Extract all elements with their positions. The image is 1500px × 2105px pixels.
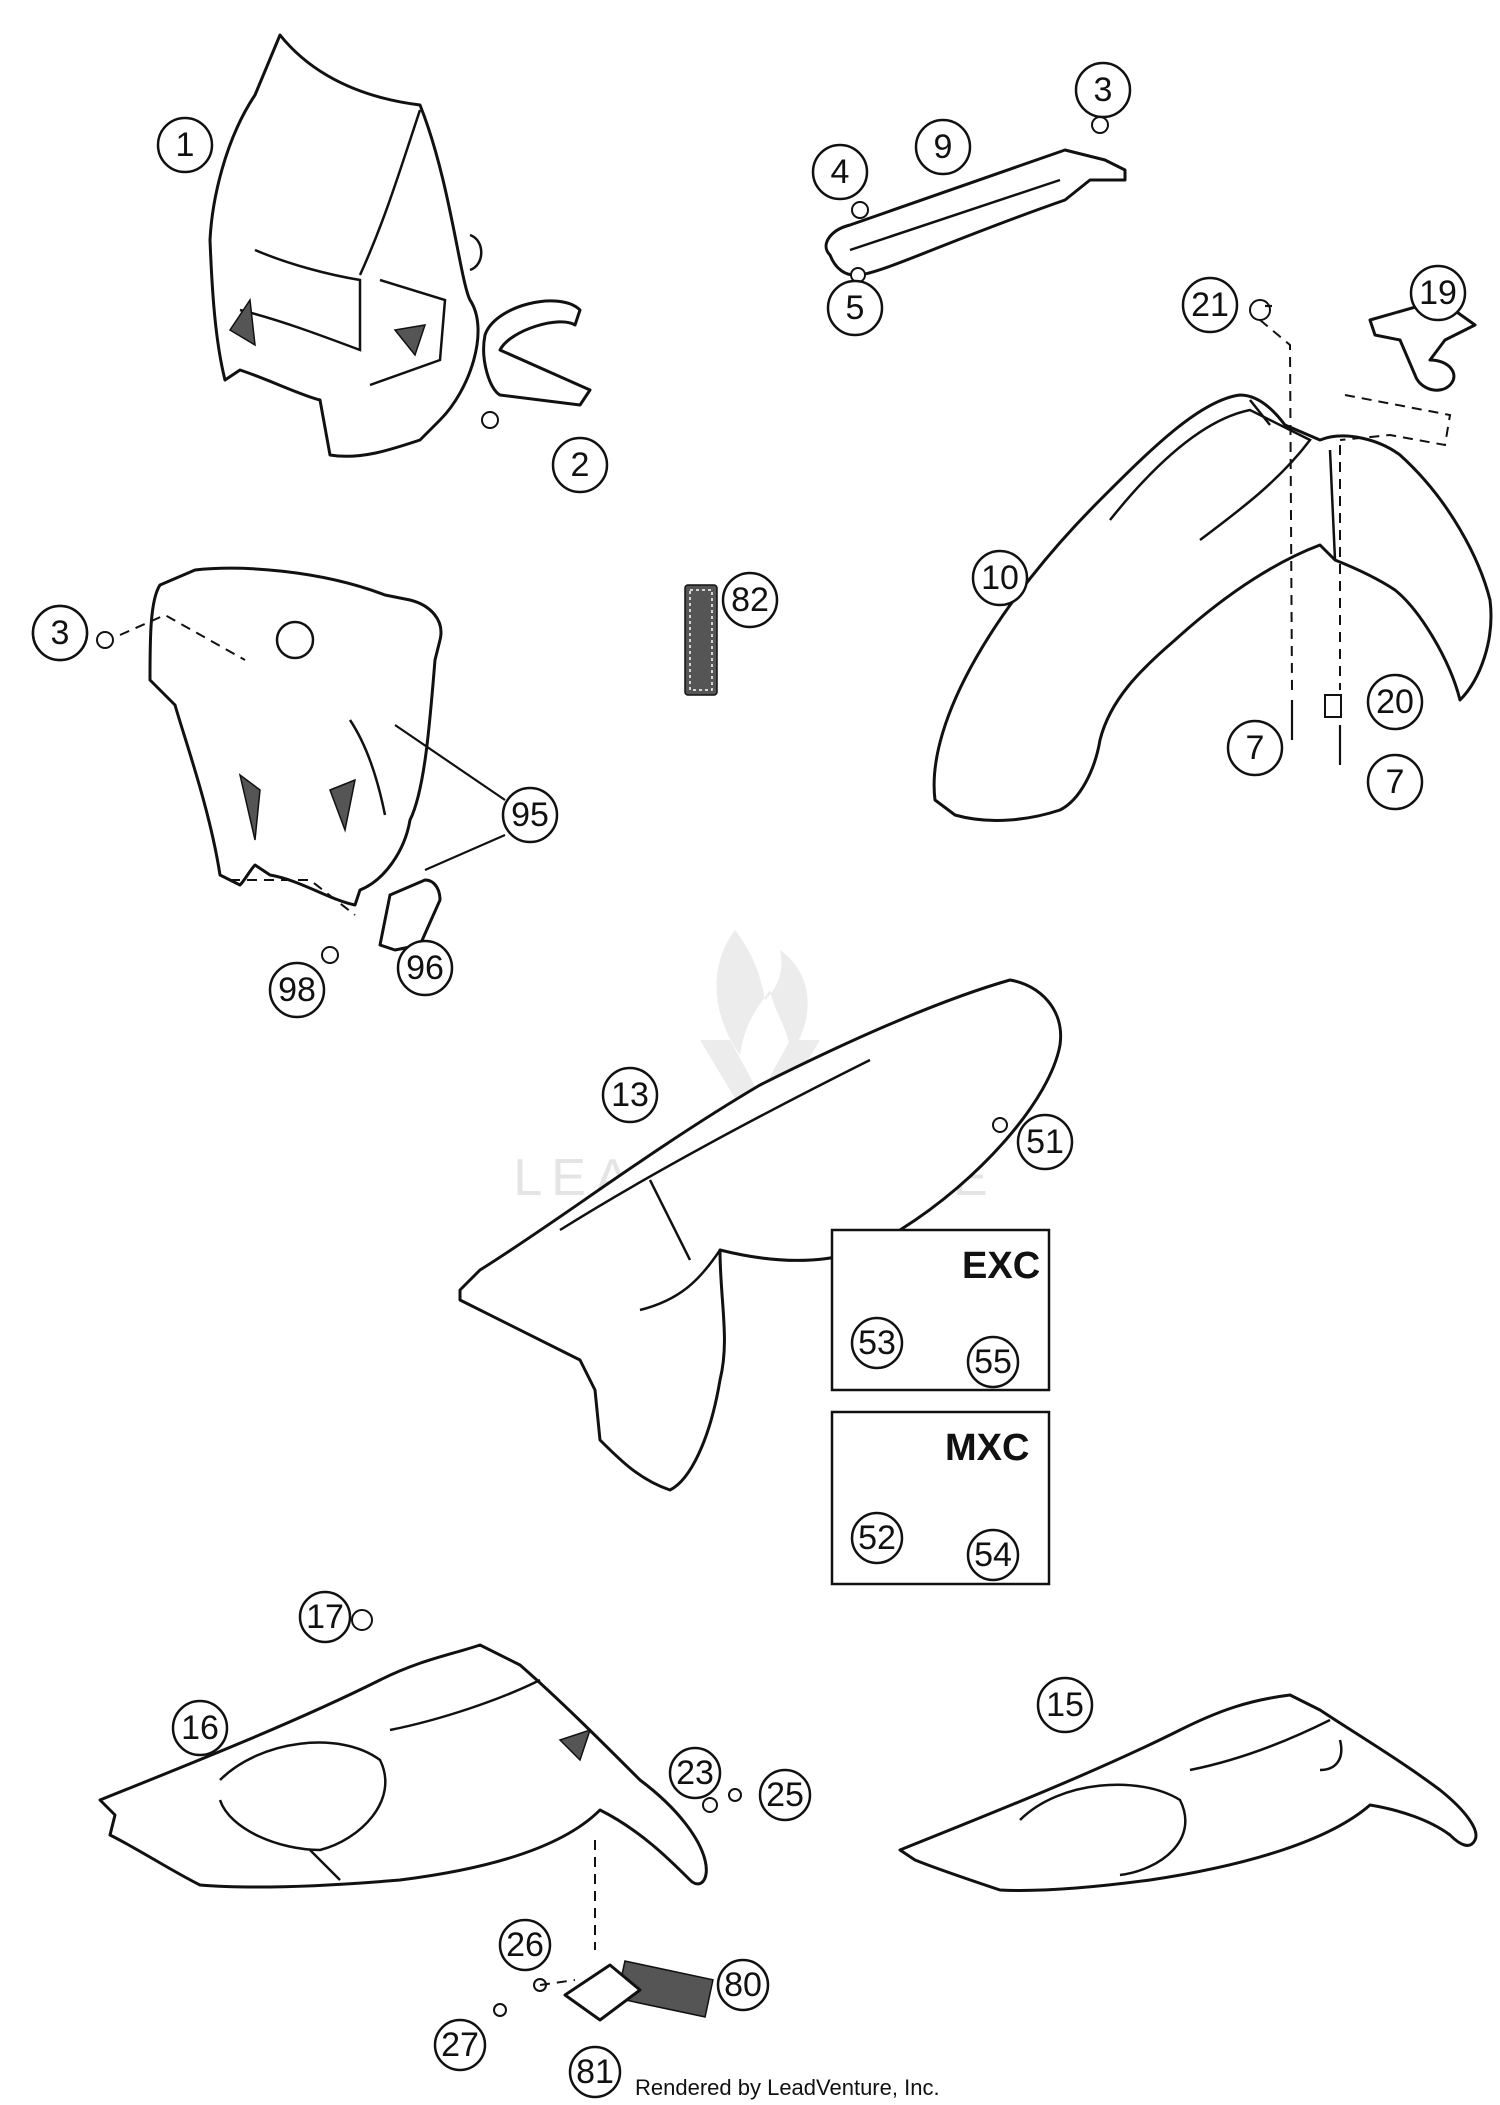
callout-2: 2 bbox=[551, 436, 609, 494]
svg-text:81: 81 bbox=[576, 2053, 614, 2091]
callout-80: 80 bbox=[716, 1958, 770, 2012]
callout-55: 55 bbox=[966, 1335, 1020, 1389]
callout-25: 25 bbox=[758, 1768, 812, 1822]
callout-96: 96 bbox=[396, 939, 454, 997]
callout-19: 19 bbox=[1409, 264, 1467, 322]
svg-text:95: 95 bbox=[511, 796, 549, 834]
part-side-panel-right bbox=[898, 1693, 1478, 1893]
exc-label: EXC bbox=[962, 1245, 1040, 1287]
part-side-panel-left bbox=[98, 1643, 708, 1889]
svg-text:4: 4 bbox=[831, 153, 850, 191]
callout-16: 16 bbox=[171, 1699, 229, 1757]
callout-9: 9 bbox=[914, 118, 972, 176]
svg-text:21: 21 bbox=[1191, 286, 1229, 324]
svg-text:51: 51 bbox=[1026, 1123, 1064, 1161]
callout-4: 4 bbox=[811, 143, 869, 201]
svg-text:7: 7 bbox=[1386, 763, 1405, 801]
callout-51: 51 bbox=[1016, 1113, 1074, 1171]
leader-lines bbox=[394, 304, 1272, 872]
svg-text:23: 23 bbox=[676, 1754, 714, 1792]
svg-text:80: 80 bbox=[724, 1966, 762, 2004]
callout-26: 26 bbox=[498, 1918, 552, 1972]
svg-text:1: 1 bbox=[176, 126, 195, 164]
svg-text:9: 9 bbox=[934, 128, 953, 166]
svg-text:16: 16 bbox=[181, 1709, 219, 1747]
svg-text:17: 17 bbox=[306, 1598, 344, 1636]
svg-text:2: 2 bbox=[571, 446, 590, 484]
svg-text:27: 27 bbox=[441, 2026, 479, 2064]
callout-23: 23 bbox=[668, 1746, 722, 1800]
part-headlight-mask bbox=[208, 33, 483, 458]
callout-52: 52 bbox=[850, 1511, 904, 1565]
callout-3-dup: 3 bbox=[31, 604, 89, 662]
part-plate-bracket bbox=[378, 878, 442, 952]
callout-27: 27 bbox=[433, 2018, 487, 2072]
svg-text:3: 3 bbox=[51, 614, 70, 652]
callout-17: 17 bbox=[298, 1590, 352, 1644]
callout-20: 20 bbox=[1366, 673, 1424, 731]
callout-21: 21 bbox=[1181, 276, 1239, 334]
part-fork-bracket bbox=[1368, 298, 1477, 392]
svg-text:20: 20 bbox=[1376, 683, 1414, 721]
callout-81: 81 bbox=[568, 2045, 622, 2099]
part-bracket bbox=[824, 148, 1127, 277]
footer-credit: Rendered by LeadVenture, Inc. bbox=[635, 2075, 940, 2100]
svg-text:55: 55 bbox=[974, 1343, 1012, 1381]
callout-1: 1 bbox=[156, 116, 214, 174]
part-number-plate bbox=[148, 566, 443, 907]
callout-13: 13 bbox=[601, 1066, 659, 1124]
part-license-plate bbox=[563, 1960, 714, 2022]
svg-text:54: 54 bbox=[974, 1536, 1012, 1574]
svg-text:82: 82 bbox=[731, 581, 769, 619]
watermark-logo bbox=[700, 930, 820, 1140]
callout-10: 10 bbox=[971, 549, 1029, 607]
svg-text:13: 13 bbox=[611, 1076, 649, 1114]
callout-82: 82 bbox=[721, 571, 779, 629]
mxc-label: MXC bbox=[945, 1427, 1029, 1469]
callout-7-right: 7 bbox=[1366, 753, 1424, 811]
svg-text:25: 25 bbox=[766, 1776, 804, 1814]
assembly-lines bbox=[119, 319, 1452, 1986]
svg-text:26: 26 bbox=[506, 1926, 544, 1964]
part-clamp bbox=[481, 299, 592, 429]
svg-text:10: 10 bbox=[981, 559, 1019, 597]
callout-53: 53 bbox=[850, 1316, 904, 1370]
svg-text:15: 15 bbox=[1046, 1686, 1084, 1724]
svg-text:98: 98 bbox=[278, 971, 316, 1009]
svg-text:53: 53 bbox=[858, 1324, 896, 1362]
callout-3-top: 3 bbox=[1074, 61, 1132, 119]
svg-text:96: 96 bbox=[406, 949, 444, 987]
callout-15: 15 bbox=[1036, 1676, 1094, 1734]
callout-54: 54 bbox=[966, 1528, 1020, 1582]
callout-98: 98 bbox=[268, 961, 326, 1019]
svg-text:19: 19 bbox=[1419, 274, 1457, 312]
svg-text:7: 7 bbox=[1246, 729, 1265, 767]
callout-7-left: 7 bbox=[1226, 719, 1284, 777]
callout-5: 5 bbox=[826, 279, 884, 337]
part-reflector bbox=[684, 584, 718, 696]
svg-text:5: 5 bbox=[846, 289, 865, 327]
svg-text:52: 52 bbox=[858, 1519, 896, 1557]
part-front-fender bbox=[932, 393, 1493, 822]
svg-text:3: 3 bbox=[1094, 71, 1113, 109]
callout-95: 95 bbox=[501, 786, 559, 844]
